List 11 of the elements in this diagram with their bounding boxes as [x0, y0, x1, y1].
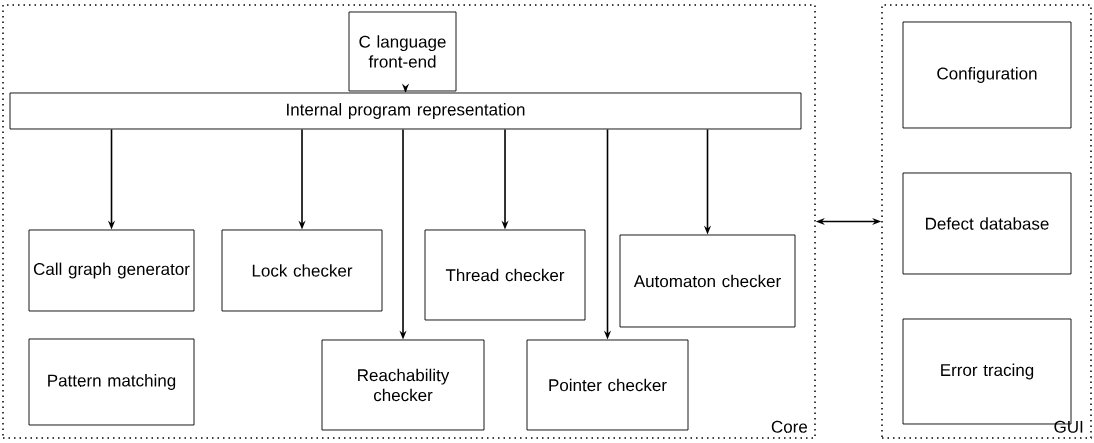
- component-box: Defect database: [902, 172, 1072, 275]
- component-box: Automaton checker: [619, 234, 796, 328]
- component-box: Configuration: [902, 21, 1072, 129]
- component-box: Internal program representation: [9, 92, 802, 130]
- component-box: Reachability checker: [321, 339, 485, 431]
- component-box: Pointer checker: [526, 339, 689, 431]
- component-box: Thread checker: [424, 229, 586, 321]
- component-box: Pattern matching: [28, 338, 195, 426]
- component-box: Call graph generator: [28, 229, 195, 312]
- component-box: Lock checker: [221, 229, 383, 312]
- component-box: C language front-end: [348, 11, 457, 92]
